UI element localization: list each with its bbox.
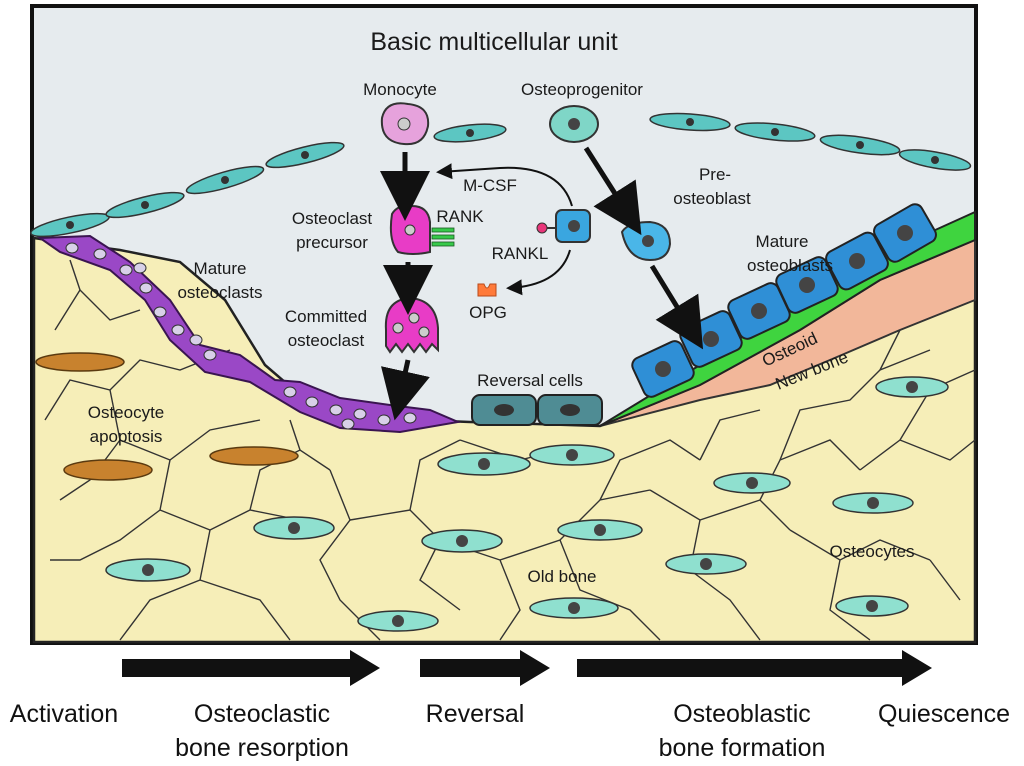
lining-cell xyxy=(185,165,265,195)
osteocyte-apoptosis-label-1: Osteocyte xyxy=(88,403,165,422)
committed-osteoclast-cell xyxy=(384,296,439,354)
committed-osteoclast-label-1: Committed xyxy=(285,307,367,326)
formation-timeline-arrow xyxy=(577,650,932,686)
osteocytes-group xyxy=(105,376,949,632)
mature-osteoclasts-label-2: osteoclasts xyxy=(177,283,262,302)
committed-to-mature-arrow xyxy=(381,359,430,421)
diagram-title: Basic multicellular unit xyxy=(370,28,617,56)
osteoblast-cell xyxy=(825,231,889,291)
osteoprogenitor-cell xyxy=(549,105,599,143)
lining-cell xyxy=(898,149,972,171)
osteocyte-cell xyxy=(875,376,949,398)
rank-receptor xyxy=(431,227,455,233)
osteocyte-cell xyxy=(835,595,909,617)
lining-cell xyxy=(433,123,507,143)
reversal-cells-group xyxy=(471,394,603,426)
committed-osteoclast-label-2: osteoclast xyxy=(288,331,365,350)
old-bone-label: Old bone xyxy=(528,567,597,586)
pre-osteoblast-label-2: osteoblast xyxy=(673,189,751,208)
apoptotic-osteocytes xyxy=(35,352,299,481)
mature-osteoclasts-label-1: Mature xyxy=(194,259,247,278)
reversal-timeline-arrow xyxy=(420,650,550,686)
osteocyte-cell xyxy=(529,444,615,466)
lining-cells xyxy=(30,112,972,238)
rankl-label: RANKL xyxy=(492,244,549,263)
opg-label: OPG xyxy=(469,303,507,322)
stage-resorption-2: bone resorption xyxy=(175,734,349,762)
osteoclast-nuclei xyxy=(65,242,417,430)
monocyte-cell xyxy=(380,102,430,146)
mature-osteoblasts-label-2: osteoblasts xyxy=(747,256,833,275)
lining-cell xyxy=(819,134,901,156)
lining-cell xyxy=(105,191,185,219)
osteocyte-cell xyxy=(832,492,914,514)
osteoblast-cell xyxy=(631,340,695,398)
preosteoblast-to-osteoblast-arrow xyxy=(649,264,704,350)
osteoblast-cell xyxy=(873,203,937,263)
mature-osteoblasts-label-1: Mature xyxy=(756,232,809,251)
osteoprogenitor-label: Osteoprogenitor xyxy=(521,80,643,99)
apoptotic-osteocyte-cell xyxy=(35,352,125,372)
timeline-arrows xyxy=(122,650,932,686)
osteocyte-cell xyxy=(253,516,335,540)
m-csf-arrow xyxy=(436,163,573,207)
mature-osteoblasts-group xyxy=(631,203,937,398)
osteocyte-cell xyxy=(421,529,503,553)
m-csf-label: M-CSF xyxy=(463,176,517,195)
osteoclast-precursor-label-2: precursor xyxy=(296,233,368,252)
reversal-cells-label: Reversal cells xyxy=(477,371,583,390)
opg-decoy xyxy=(477,283,497,297)
osteocyte-cell xyxy=(713,472,791,494)
osteocyte-cell xyxy=(665,553,747,575)
osteocyte-cell xyxy=(557,519,643,541)
osteocyte-cell xyxy=(437,452,531,476)
reversal-cell xyxy=(537,394,603,426)
stage-activation: Activation xyxy=(10,700,118,728)
osteoblast-cell xyxy=(775,256,839,314)
apoptotic-osteocyte-cell xyxy=(209,446,299,466)
stage-quiescence: Quiescence xyxy=(878,700,1010,728)
osteocyte-apoptosis-label-2: apoptosis xyxy=(90,427,163,446)
lining-cell xyxy=(734,122,816,142)
rankl-ligand xyxy=(536,222,548,234)
pre-osteoblast-label-1: Pre- xyxy=(699,165,731,184)
opg-arrow xyxy=(506,249,571,296)
osteocytes-label: Osteocytes xyxy=(829,542,914,561)
stage-reversal: Reversal xyxy=(426,700,525,728)
rankl-expressing-cell xyxy=(536,209,591,243)
lining-cell xyxy=(649,112,731,132)
monocyte-label: Monocyte xyxy=(363,80,437,99)
diagram-arrows xyxy=(380,146,704,421)
stage-formation-2: bone formation xyxy=(659,734,826,762)
osteoprogenitor-to-preosteoblast-arrow xyxy=(583,146,642,236)
bone-canaliculi xyxy=(44,259,976,641)
stage-formation-1: Osteoblastic xyxy=(673,700,811,728)
apoptotic-osteocyte-cell xyxy=(63,459,153,481)
resorption-timeline-arrow xyxy=(122,650,380,686)
lining-cell xyxy=(265,141,345,169)
stage-resorption-1: Osteoclastic xyxy=(194,700,330,728)
reversal-cell xyxy=(471,394,537,426)
osteocyte-cell xyxy=(105,558,191,582)
rank-label: RANK xyxy=(436,207,484,226)
osteocyte-cell xyxy=(357,610,439,632)
osteocyte-cell xyxy=(529,597,619,619)
osteoclast-precursor-label-1: Osteoclast xyxy=(292,209,373,228)
